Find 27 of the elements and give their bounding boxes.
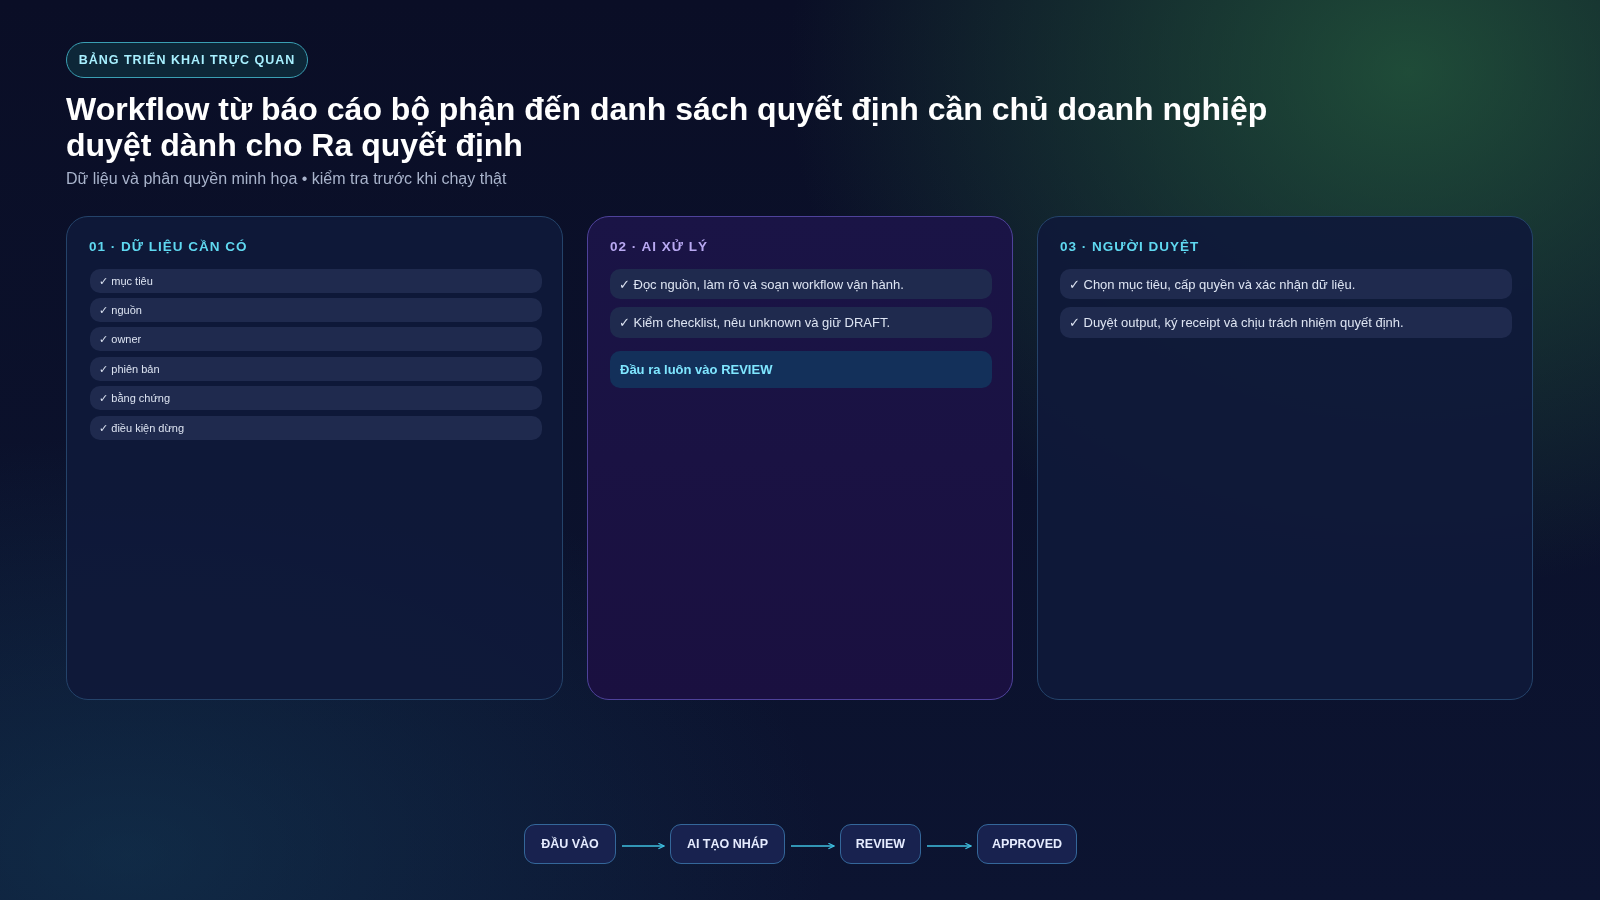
process-step: ĐẦU VÀO <box>524 824 616 864</box>
panel-heading: 01 · DỮ LIỆU CẦN CÓ <box>89 239 248 254</box>
checklist-item: ✓ owner <box>90 327 542 351</box>
checklist-item: ✓ Kiểm checklist, nêu unknown và giữ DRAFT. <box>610 307 992 338</box>
checklist-item: ✓ mục tiêu <box>90 269 542 293</box>
process-step: AI TẠO NHÁP <box>670 824 785 864</box>
subtitle: Dữ liệu và phân quyền minh họa • kiểm tra trước khi chạy thật <box>66 169 507 189</box>
highlight-note: Đầu ra luôn vào REVIEW <box>610 351 992 388</box>
process-step: REVIEW <box>840 824 921 864</box>
checklist-item: ✓ phiên bản <box>90 357 542 381</box>
checklist-item: ✓ nguồn <box>90 298 542 322</box>
checklist-item: ✓ điều kiện dừng <box>90 416 542 440</box>
arrow <box>926 842 972 850</box>
panel-card <box>1037 216 1533 700</box>
panel-heading: 03 · NGƯỜI DUYỆT <box>1060 239 1200 254</box>
section-tag: BẢNG TRIỂN KHAI TRỰC QUAN <box>66 42 308 78</box>
process-step: APPROVED <box>977 824 1077 864</box>
panel-heading: 02 · AI XỬ LÝ <box>610 239 708 254</box>
checklist-item: ✓ Chọn mục tiêu, cấp quyền và xác nhận dữ liệu. <box>1060 269 1512 299</box>
panel-card <box>587 216 1013 700</box>
panel-card <box>66 216 563 700</box>
checklist-item: ✓ Duyệt output, ký receipt và chịu trách nhiệm quyết định. <box>1060 307 1512 338</box>
checklist-item: ✓ bằng chứng <box>90 386 542 410</box>
heading: Workflow từ báo cáo bộ phận đến danh sách quyết định cần chủ doanh nghiệp duyệt dành cho Ra quyết định <box>66 91 1269 163</box>
arrow <box>621 842 665 850</box>
checklist-item: ✓ Đọc nguồn, làm rõ và soạn workflow vận hành. <box>610 269 992 299</box>
arrow <box>790 842 835 850</box>
